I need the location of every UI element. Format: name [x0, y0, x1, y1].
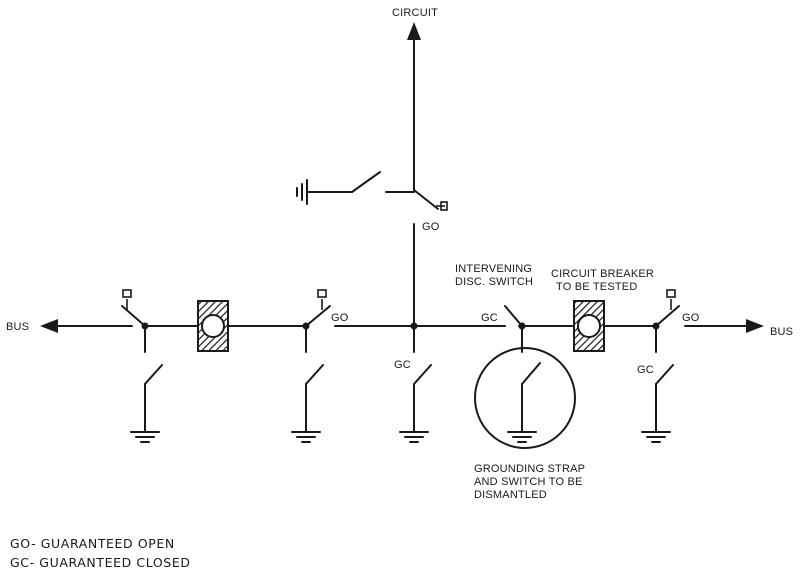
ground-switch-2 [291, 364, 324, 443]
strap-circle [474, 347, 576, 449]
switch-handle-icon [666, 289, 676, 298]
legend-go: GO- GUARANTEED OPEN [10, 536, 175, 551]
bus-right-arrow-icon [746, 319, 764, 333]
go-label-top: GO [422, 221, 440, 233]
ground-icon [507, 431, 537, 443]
circuit-feeder [407, 22, 421, 330]
strap-label-2: AND SWITCH TO BE [474, 476, 583, 488]
bus-right-label: BUS [770, 326, 793, 338]
circuit-arrow-icon [407, 22, 421, 40]
gc-label: GC [481, 312, 498, 324]
right-ground-switch [641, 364, 674, 443]
go-label: GO [331, 312, 349, 324]
top-disconnect-switch [413, 189, 448, 211]
bus-line-right [684, 319, 764, 333]
circuit-label: CIRCUIT [392, 7, 438, 19]
left-circuit-breaker [197, 300, 229, 352]
ground-icon [641, 431, 671, 443]
legend-gc: GC- GUARANTEED CLOSED [10, 555, 191, 570]
go-label: GO [682, 312, 700, 324]
intervening-label-1: INTERVENING [455, 263, 532, 275]
breaker-label-2: TO BE TESTED [556, 281, 637, 293]
gc-label: GC [637, 364, 654, 376]
circuit-breaker-to-be-tested [573, 300, 605, 352]
ground-icon [296, 179, 308, 205]
gc-label: GC [394, 359, 411, 371]
ground-icon [130, 431, 160, 443]
disconnect-switch-go [302, 289, 331, 353]
left-ground-switch [130, 364, 163, 443]
breaker-label-1: CIRCUIT BREAKER [551, 268, 654, 280]
right-disconnect-switch [645, 289, 680, 353]
switch-handle-icon [440, 201, 448, 211]
bus-left-label: BUS [6, 321, 29, 333]
intervening-label-2: DISC. SWITCH [455, 276, 533, 288]
strap-label-3: DISMANTLED [474, 489, 547, 501]
strap-label-1: GROUNDING STRAP [474, 463, 585, 475]
top-ground-switch [296, 171, 415, 205]
center-ground-switch [399, 325, 432, 443]
left-disconnect-switch [121, 289, 149, 353]
switch-handle-icon [122, 289, 132, 298]
intervening-disc-switch [504, 305, 526, 353]
bus-line-left [40, 319, 133, 333]
ground-icon [291, 431, 321, 443]
bus-left-arrow-icon [40, 319, 58, 333]
switch-handle-icon [317, 289, 327, 298]
grounding-strap-assembly [474, 347, 576, 449]
ground-icon [399, 431, 429, 443]
